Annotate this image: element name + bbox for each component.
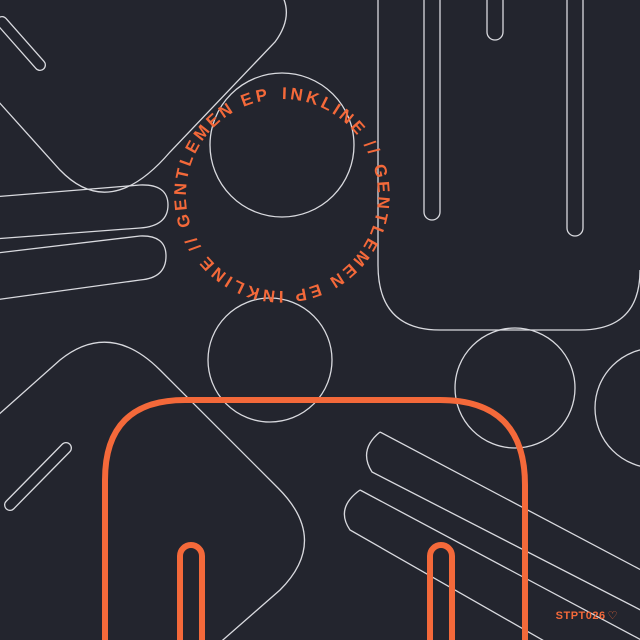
outline-pill: [0, 184, 169, 240]
outline-circle: [454, 327, 576, 449]
heart-icon: ♡: [607, 610, 618, 622]
outline-circle: [209, 72, 355, 218]
accent-pill: [177, 542, 205, 640]
outline-shape: [377, 0, 640, 331]
catalog-number: STPT026: [555, 609, 606, 622]
outline-pill: [0, 235, 167, 300]
outline-shape: [0, 0, 288, 193]
outline-pill: [566, 0, 584, 237]
outline-circle: [207, 297, 333, 423]
ring-title-text: INKLINE // GENTLEMEN EP INKLINE // GENTL…: [171, 84, 393, 306]
outline-pill: [486, 0, 504, 41]
outline-pill-inner: [0, 17, 45, 70]
accent-arch: [102, 397, 528, 640]
ring-title-path: INKLINE // GENTLEMEN EP INKLINE // GENTL…: [171, 84, 392, 306]
accent-pill: [427, 542, 455, 640]
outline-circle: [594, 349, 640, 467]
outline-pill: [423, 0, 441, 221]
outline-pill: [365, 431, 640, 611]
catalog-label: STPT026 ♡: [555, 609, 618, 623]
accent-shape: [102, 397, 528, 640]
outline-shape: [0, 341, 306, 640]
outline-pill: [343, 489, 640, 640]
outline-pill-inner: [5, 443, 71, 510]
